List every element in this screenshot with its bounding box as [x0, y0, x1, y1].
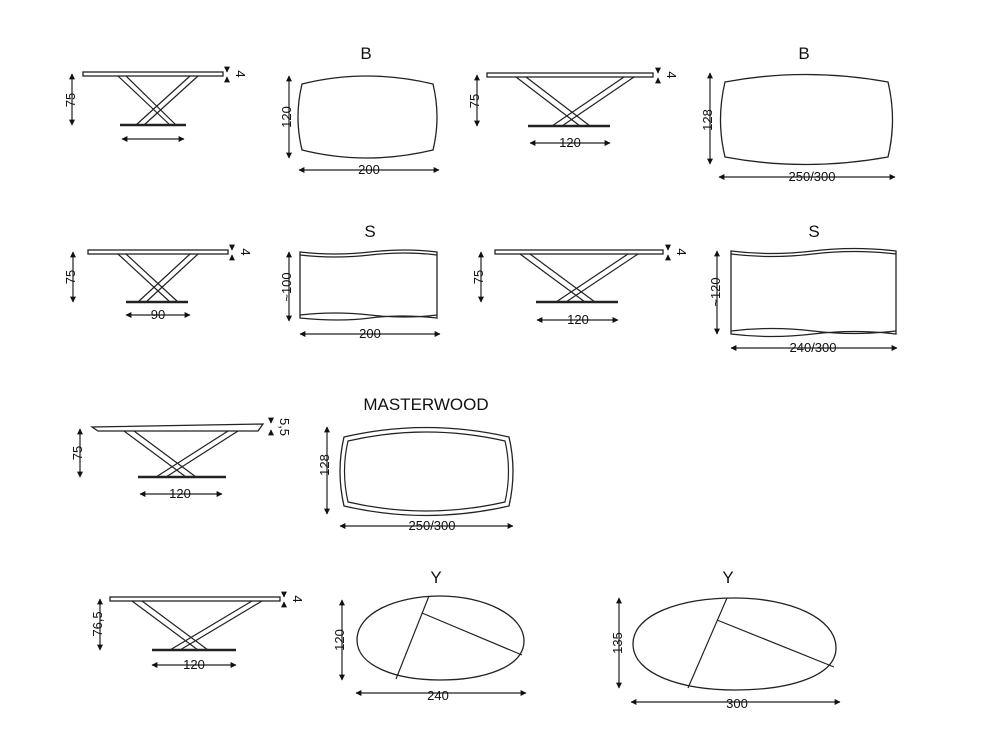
depth-label: 128 [317, 454, 332, 476]
row2-side-view-1: 75 4 90 [63, 244, 253, 322]
depth-label: 135 [610, 632, 625, 654]
plan-title: S [808, 222, 819, 241]
row2-plan-view-1: S ~100 200 [279, 222, 441, 341]
row4-side-view-1: 76,5 4 120 [90, 591, 305, 672]
height-label: 75 [70, 446, 85, 460]
width-label: 250/300 [409, 518, 456, 533]
thickness-label: 4 [233, 70, 248, 77]
width-label: 240/300 [790, 340, 837, 355]
row1-plan-view-1: B 120 200 [279, 44, 440, 177]
thickness-label: 4 [664, 71, 679, 78]
base-label: 120 [559, 135, 581, 150]
plan-title: Y [722, 568, 733, 587]
row1-plan-view-2: B 128 250/300 [700, 44, 896, 184]
row2-plan-view-2: S ~120 240/300 [708, 222, 898, 355]
plan-title: B [360, 44, 371, 63]
width-label: 200 [359, 326, 381, 341]
depth-label: 120 [332, 629, 347, 651]
base-label: 120 [567, 312, 589, 327]
width-label: 200 [358, 162, 380, 177]
depth-label: ~120 [708, 277, 723, 306]
row1-side-view-2: 75 4 120 [467, 67, 679, 150]
depth-label: 120 [279, 106, 294, 128]
width-label: 300 [726, 696, 748, 711]
thickness-label: 4 [238, 248, 253, 255]
base-label: 90 [151, 307, 165, 322]
base-label: 120 [183, 657, 205, 672]
thickness-label: 5,5 [277, 418, 292, 436]
depth-label: ~100 [279, 272, 294, 301]
plan-title: S [364, 222, 375, 241]
depth-label: 128 [700, 109, 715, 131]
row3-plan-view-1: MASTERWOOD 128 250/300 [317, 395, 514, 533]
height-label: 75 [63, 270, 78, 284]
row4-plan-view-2: Y 135 300 [610, 568, 841, 711]
width-label: 240 [427, 688, 449, 703]
plan-title: MASTERWOOD [363, 395, 488, 414]
plan-title: Y [430, 568, 441, 587]
height-label: 75 [471, 270, 486, 284]
plan-title: B [798, 44, 809, 63]
width-label: 250/300 [789, 169, 836, 184]
row2-side-view-2: 75 4 120 [471, 244, 689, 327]
thickness-label: 4 [290, 595, 305, 602]
row3-side-view-1: 75 5,5 120 [70, 417, 292, 501]
height-label: 75 [63, 93, 78, 107]
height-label: 75 [467, 94, 482, 108]
row1-side-view-1: 75 4 [63, 66, 248, 142]
height-label: 76,5 [90, 611, 105, 636]
base-label: 120 [169, 486, 191, 501]
row4-plan-view-1: Y 120 240 [332, 568, 527, 703]
thickness-label: 4 [674, 248, 689, 255]
